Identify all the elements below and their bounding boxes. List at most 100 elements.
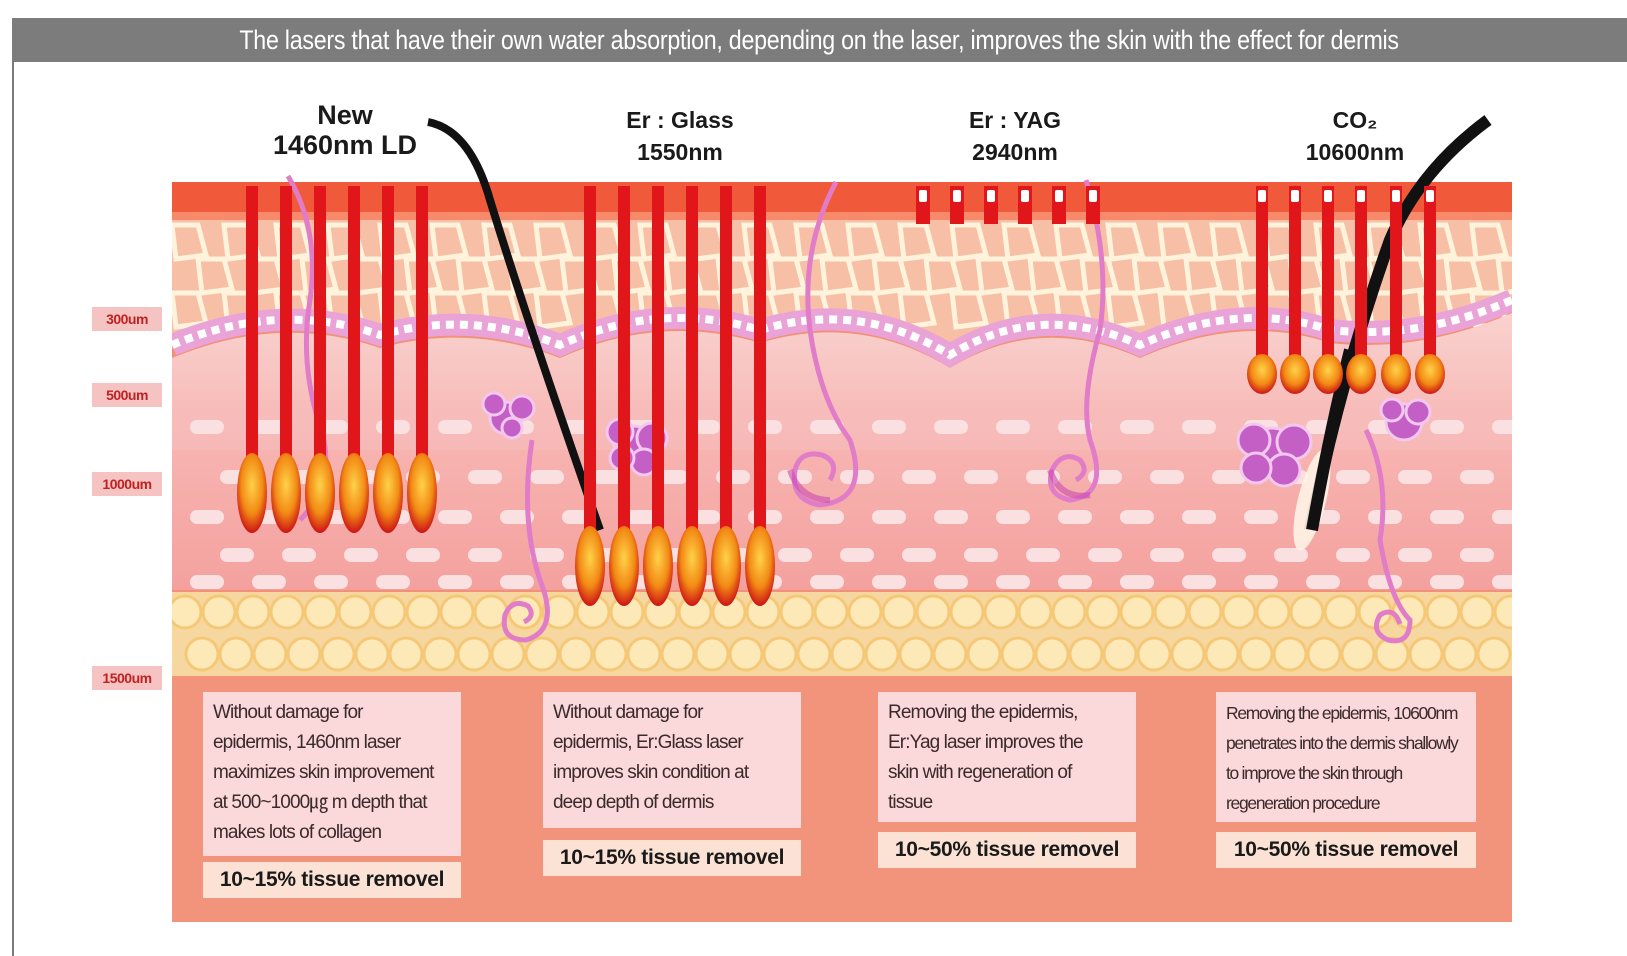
fat-cell bbox=[1087, 596, 1119, 628]
dermis-cell bbox=[1120, 510, 1154, 524]
description-line: Removing the epidermis, 10600nm bbox=[1226, 698, 1466, 728]
dermis-cell bbox=[964, 470, 998, 484]
dermis-cell bbox=[1150, 548, 1184, 562]
laser-title-line2: 1550nm bbox=[600, 136, 760, 168]
laser-beam bbox=[950, 186, 964, 224]
dermis-cell bbox=[282, 548, 316, 562]
fat-cell bbox=[560, 638, 592, 670]
fat-cell bbox=[1444, 638, 1476, 670]
description-line: epidermis, Er:Glass laser bbox=[553, 728, 791, 758]
fat-cell bbox=[900, 638, 932, 670]
fat-cell bbox=[917, 596, 949, 628]
dermis-cell bbox=[810, 575, 844, 589]
fat-cell bbox=[849, 596, 881, 628]
fat-cell bbox=[832, 638, 864, 670]
fat-cell bbox=[1223, 596, 1255, 628]
dermis-cell bbox=[1492, 575, 1526, 589]
dermis-cell bbox=[1088, 548, 1122, 562]
dermis-cell bbox=[872, 575, 906, 589]
fat-cell bbox=[1104, 638, 1136, 670]
laser-title-line2: 10600nm bbox=[1275, 136, 1435, 168]
description-line: Removing the epidermis, bbox=[888, 698, 1126, 728]
dermis-cell bbox=[1058, 575, 1092, 589]
fat-cell bbox=[441, 596, 473, 628]
laser-title-erglass: Er : Glass 1550nm bbox=[600, 104, 760, 168]
dermis-cell bbox=[190, 510, 224, 524]
fat-cell bbox=[407, 596, 439, 628]
laser-beam bbox=[984, 186, 998, 224]
dermis-cell bbox=[1306, 575, 1340, 589]
removal-erglass: 10~15% tissue removel bbox=[543, 840, 801, 876]
fat-cell bbox=[356, 638, 388, 670]
laser-beam bbox=[916, 186, 930, 224]
fat-cell bbox=[934, 638, 966, 670]
dermis-cell bbox=[1398, 470, 1432, 484]
fat-cell bbox=[220, 638, 252, 670]
description-line: epidermis, 1460nm laser bbox=[213, 728, 451, 758]
fat-cell bbox=[815, 596, 847, 628]
description-co2: Removing the epidermis, 10600nm penetrat… bbox=[1216, 692, 1476, 822]
fat-cell bbox=[1206, 638, 1238, 670]
dermis-cell bbox=[1430, 575, 1464, 589]
laser-title-line1: CO₂ bbox=[1275, 104, 1435, 136]
fat-cell bbox=[186, 638, 218, 670]
fat-cell bbox=[1461, 596, 1493, 628]
dermis-cell bbox=[778, 548, 812, 562]
dermis-cell bbox=[1430, 420, 1464, 434]
fat-cell bbox=[169, 596, 201, 628]
removal-eryag: 10~50% tissue removel bbox=[878, 832, 1136, 868]
dermis-cell bbox=[1182, 575, 1216, 589]
dermis-cell bbox=[438, 575, 472, 589]
dermis-cell bbox=[1182, 420, 1216, 434]
dermis-cell bbox=[1492, 420, 1526, 434]
dermis-cell bbox=[1430, 510, 1464, 524]
fat-cell bbox=[1002, 638, 1034, 670]
fat-cell bbox=[271, 596, 303, 628]
fat-cell bbox=[764, 638, 796, 670]
dermis-cell bbox=[810, 510, 844, 524]
fat-cell bbox=[866, 638, 898, 670]
dermis-cell bbox=[1150, 470, 1184, 484]
dermis-cell bbox=[1120, 575, 1154, 589]
description-line: maximizes skin improvement bbox=[213, 758, 451, 788]
dermis-cell bbox=[1492, 510, 1526, 524]
depth-label-500um: 500um bbox=[92, 383, 162, 407]
description-line: Er:Yag laser improves the bbox=[888, 728, 1126, 758]
dermis-cell bbox=[902, 548, 936, 562]
fat-cell bbox=[1138, 638, 1170, 670]
fat-cell bbox=[1308, 638, 1340, 670]
dermis-cell bbox=[376, 575, 410, 589]
dermis-cell bbox=[902, 470, 936, 484]
dermis-cell bbox=[934, 420, 968, 434]
dermis-cell bbox=[1244, 510, 1278, 524]
dermis-cell bbox=[344, 548, 378, 562]
fat-cell bbox=[492, 638, 524, 670]
dermis-cell bbox=[530, 470, 564, 484]
fat-cell bbox=[696, 638, 728, 670]
dermis-cell bbox=[1026, 548, 1060, 562]
fat-cell bbox=[288, 638, 320, 670]
dermis-cell bbox=[934, 575, 968, 589]
fat-cell bbox=[1240, 638, 1272, 670]
fat-cell bbox=[968, 638, 1000, 670]
fat-cell bbox=[1495, 596, 1527, 628]
dermis-cell bbox=[1244, 575, 1278, 589]
fat-cell bbox=[1291, 596, 1323, 628]
dermis-cell bbox=[252, 575, 286, 589]
fat-cell bbox=[985, 596, 1017, 628]
dermis-cell bbox=[1460, 470, 1494, 484]
dermis-cell bbox=[996, 510, 1030, 524]
dermis-cell bbox=[406, 548, 440, 562]
dermis-cell bbox=[1120, 420, 1154, 434]
removal-1460nm: 10~15% tissue removel bbox=[203, 862, 461, 898]
dermis-cell bbox=[872, 420, 906, 434]
dermis-cell bbox=[468, 470, 502, 484]
dermis-cell bbox=[1058, 510, 1092, 524]
dermis-cell bbox=[996, 420, 1030, 434]
description-1460nm: Without damage for epidermis, 1460nm las… bbox=[203, 692, 461, 856]
dermis-cell bbox=[468, 548, 502, 562]
fat-cell bbox=[1274, 638, 1306, 670]
fat-cell bbox=[254, 638, 286, 670]
fat-cell bbox=[203, 596, 235, 628]
description-line: Without damage for bbox=[213, 698, 451, 728]
